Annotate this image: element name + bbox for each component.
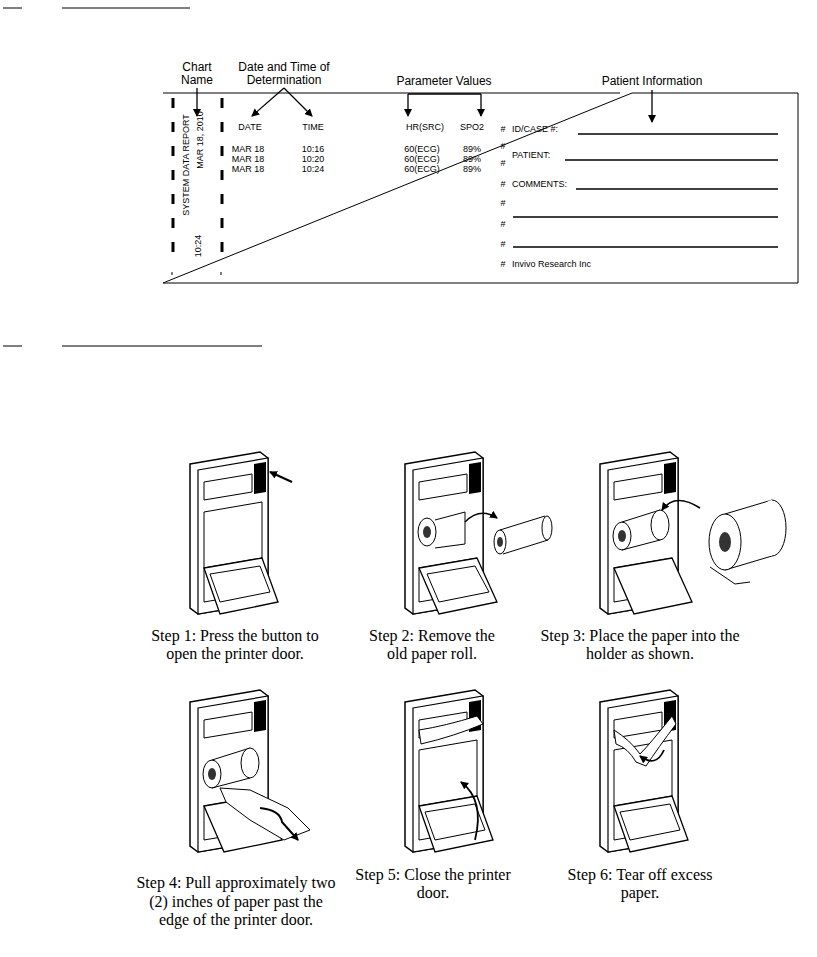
- chart-text: MAR 18, 2010: [196, 111, 206, 169]
- chart-text: SPO2: [460, 123, 484, 133]
- chart-text: DATE: [238, 123, 261, 133]
- chart-text: MAR 18: [232, 155, 265, 165]
- chart-text: 10:24: [194, 235, 204, 258]
- annotation-label: Patient Information: [602, 75, 703, 88]
- chart-text: SYSTEM DATA REPORT: [182, 114, 192, 216]
- step-caption: Step 4: Pull approximately two (2) inche…: [134, 874, 339, 929]
- annotation-label: Chart Name: [172, 61, 222, 87]
- chart-text: 89%: [463, 155, 481, 165]
- chart-text: PATIENT:: [512, 151, 550, 161]
- chart-text: #: [500, 260, 505, 270]
- chart-text: 89%: [463, 165, 481, 175]
- chart-text: 89%: [463, 145, 481, 155]
- chart-text: 60(ECG): [404, 165, 440, 175]
- chart-text: #: [500, 240, 505, 250]
- chart-text: MAR 18: [232, 145, 265, 155]
- step-caption: Step 1: Press the button to open the pri…: [150, 627, 320, 664]
- chart-text: 60(ECG): [404, 155, 440, 165]
- chart-text: Invivo Research Inc: [512, 260, 591, 270]
- chart-text: 10:20: [302, 155, 325, 165]
- chart-text: ID/CASE #:: [512, 125, 558, 135]
- chart-text: #: [500, 220, 505, 230]
- step-caption: Step 3: Place the paper into the holder …: [540, 627, 740, 664]
- chart-text: TIME: [302, 123, 324, 133]
- chart-text: #: [500, 159, 505, 169]
- step-caption: Step 5: Close the printer door.: [353, 866, 513, 903]
- printout-chart: SYSTEM DATA REPORT MAR 18, 2010 10:24 DATE T…: [163, 93, 798, 283]
- annotation-label: Parameter Values: [396, 75, 491, 88]
- chart-text: 10:24: [302, 165, 325, 175]
- chart-text: #: [500, 125, 505, 135]
- annotation-label: Date and Time of Determination: [229, 61, 339, 87]
- chart-text: MAR 18: [232, 165, 265, 175]
- chart-text: 10:16: [302, 145, 325, 155]
- step-caption: Step 2: Remove the old paper roll.: [357, 627, 507, 664]
- chart-text: HR(SRC): [406, 123, 444, 133]
- chart-text: 60(ECG): [404, 145, 440, 155]
- chart-text: COMMENTS:: [512, 180, 567, 190]
- chart-text: #: [500, 142, 505, 152]
- chart-text: #: [500, 199, 505, 209]
- step-caption: Step 6: Tear off excess paper.: [565, 866, 715, 903]
- chart-text: #: [500, 180, 505, 190]
